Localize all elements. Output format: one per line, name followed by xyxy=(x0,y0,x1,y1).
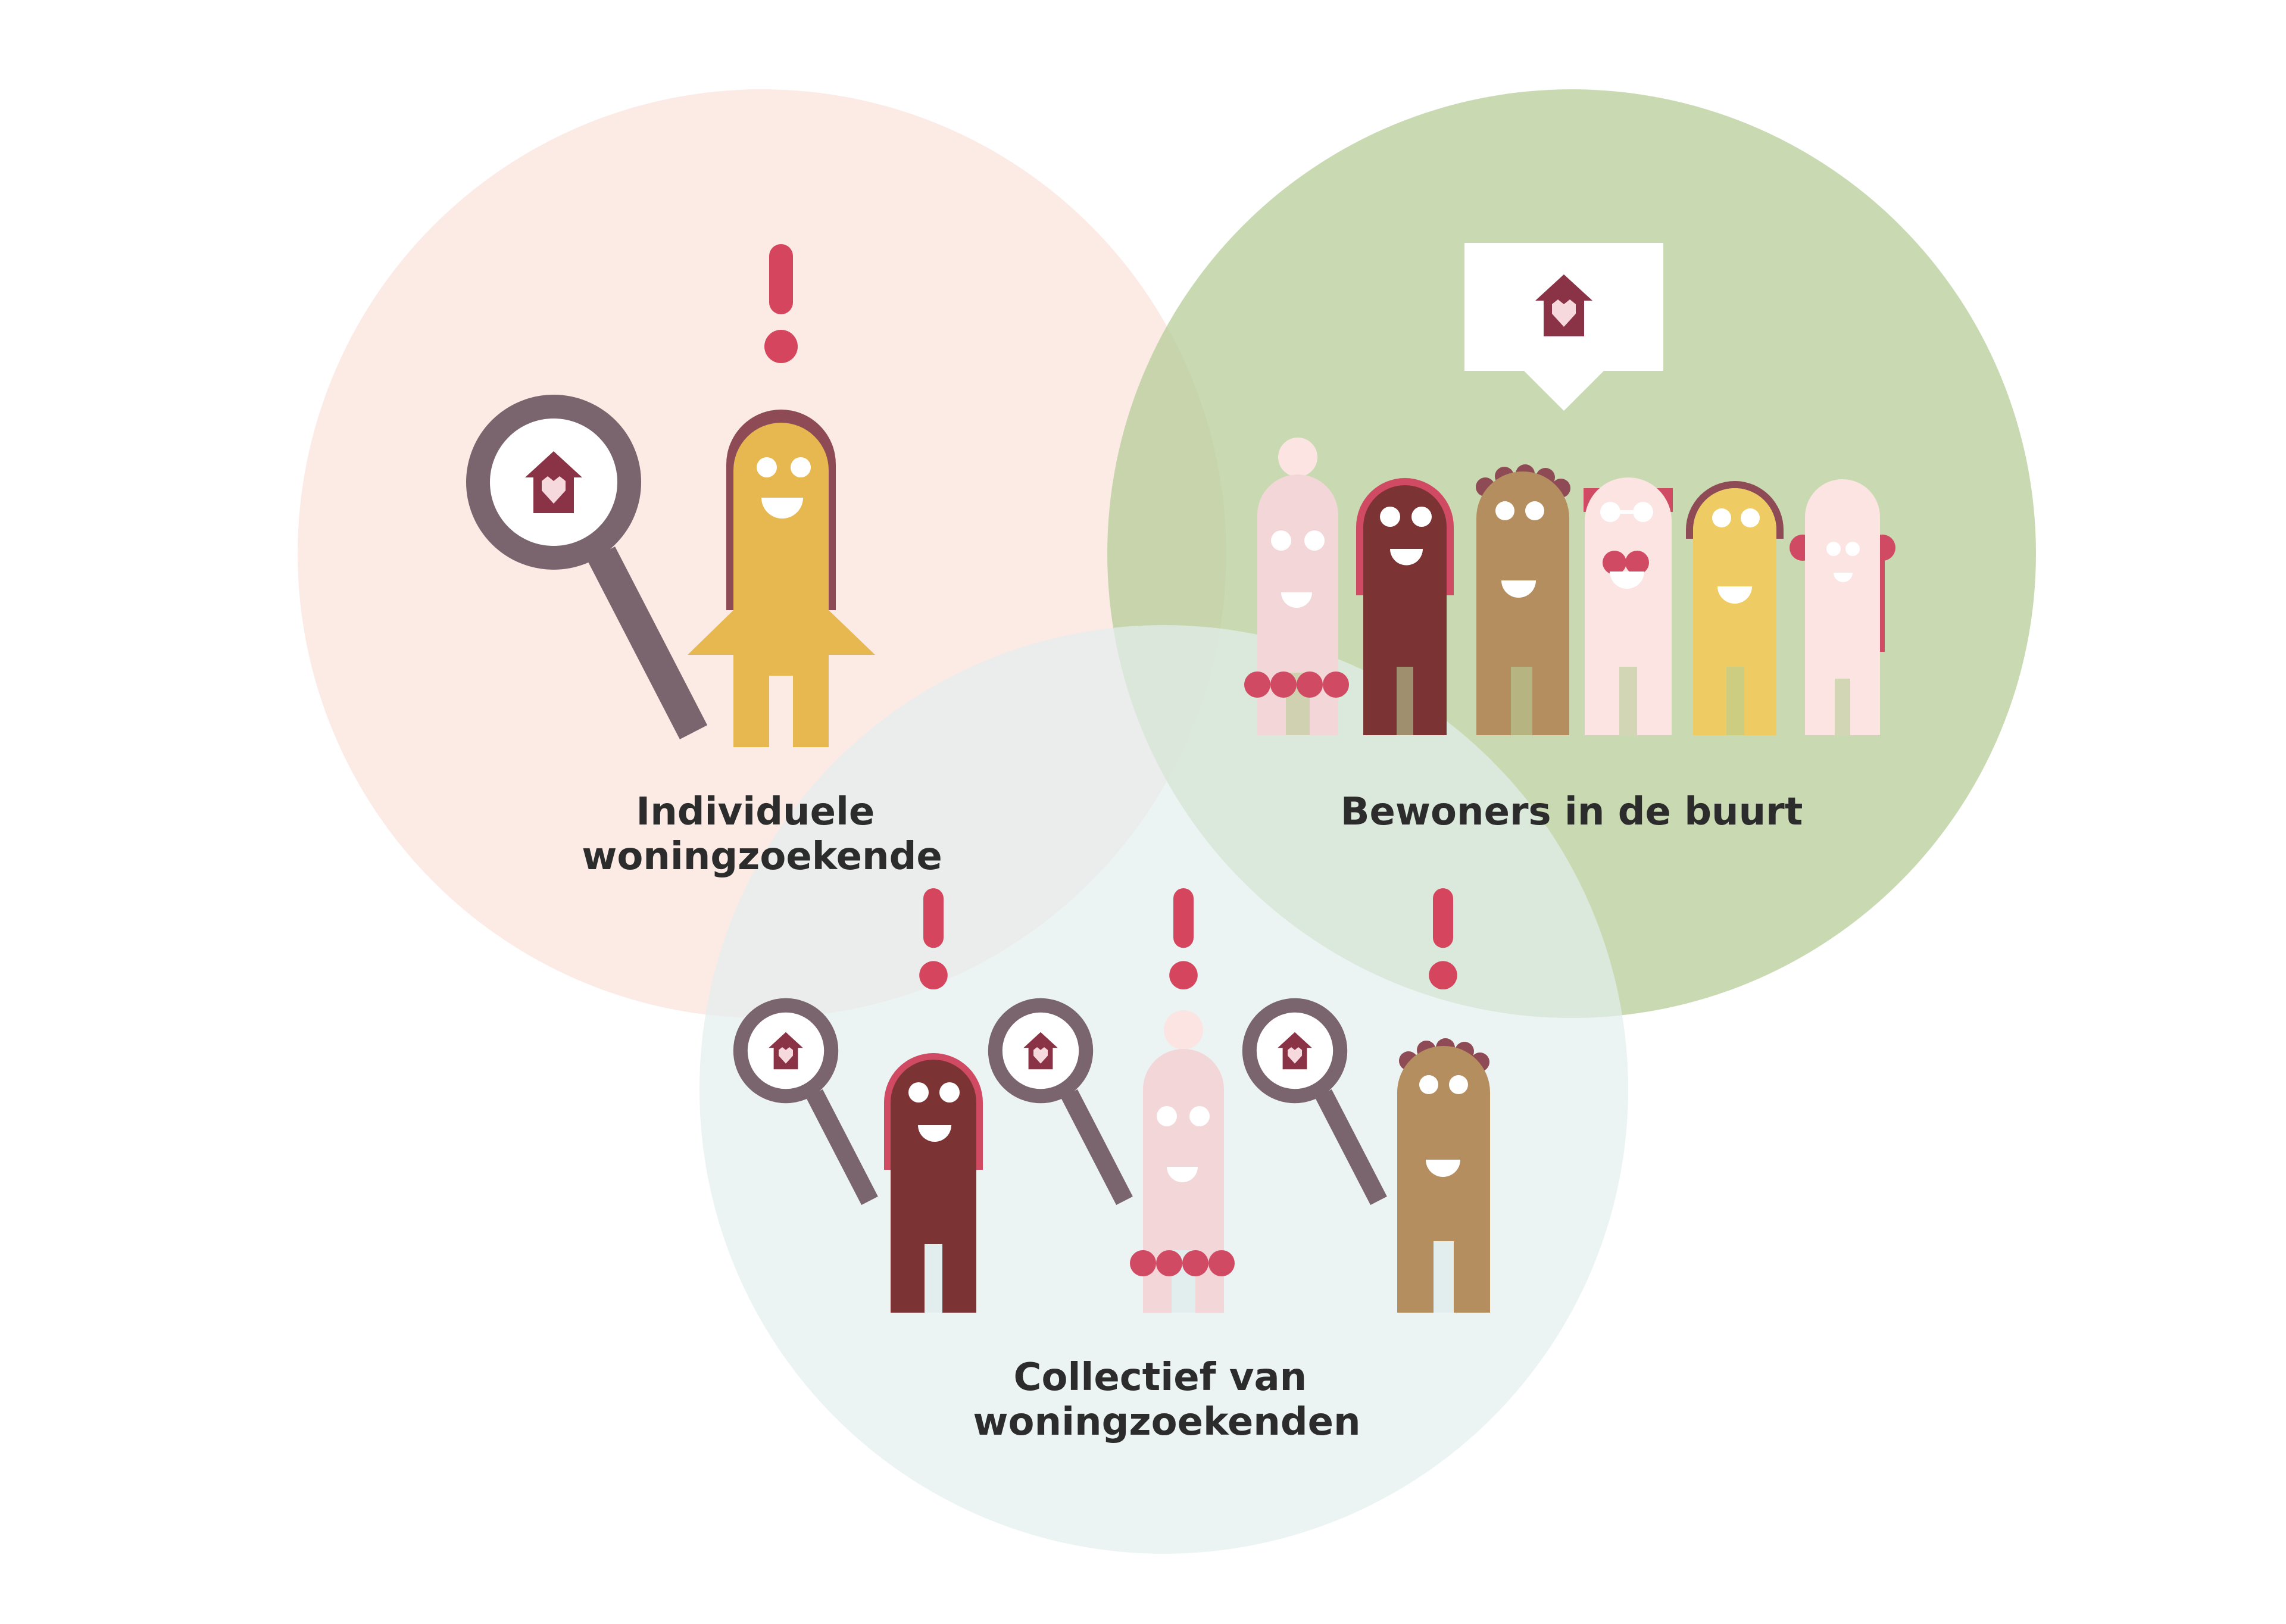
collective-person-1-icon xyxy=(884,1053,983,1313)
collective-exclamation-icon-1 xyxy=(919,888,948,989)
resident-person-4-icon xyxy=(1584,477,1673,735)
label-residents-line-1: Bewoners in de buurt xyxy=(1341,790,1803,834)
label-individual-line-2: woningzoekende xyxy=(582,835,942,879)
label-residents: Bewoners in de buurt xyxy=(1341,790,1803,834)
collective-person-3-icon xyxy=(1397,1038,1490,1313)
collective-person-2-icon xyxy=(1130,1010,1235,1313)
label-collective-line-2: woningzoekenden xyxy=(973,1400,1360,1444)
residents-speech-bubble-icon xyxy=(1464,243,1663,411)
label-collective-line-1: Collectief van xyxy=(1014,1356,1307,1400)
label-collective: Collectief van woningzoekenden xyxy=(973,1356,1360,1444)
individual-exclamation-icon xyxy=(764,244,798,363)
resident-person-6-icon xyxy=(1790,479,1895,735)
resident-person-5-icon xyxy=(1686,481,1784,735)
label-individual: Individuele woningzoekende xyxy=(582,790,942,879)
collective-exclamation-icon-2 xyxy=(1169,888,1198,989)
resident-person-2-icon xyxy=(1356,478,1454,735)
resident-person-3-icon xyxy=(1476,464,1570,735)
collective-exclamation-icon-3 xyxy=(1429,888,1457,989)
resident-person-1-icon xyxy=(1244,438,1349,735)
label-individual-line-1: Individuele xyxy=(636,790,875,834)
individual-person-icon xyxy=(688,410,875,747)
